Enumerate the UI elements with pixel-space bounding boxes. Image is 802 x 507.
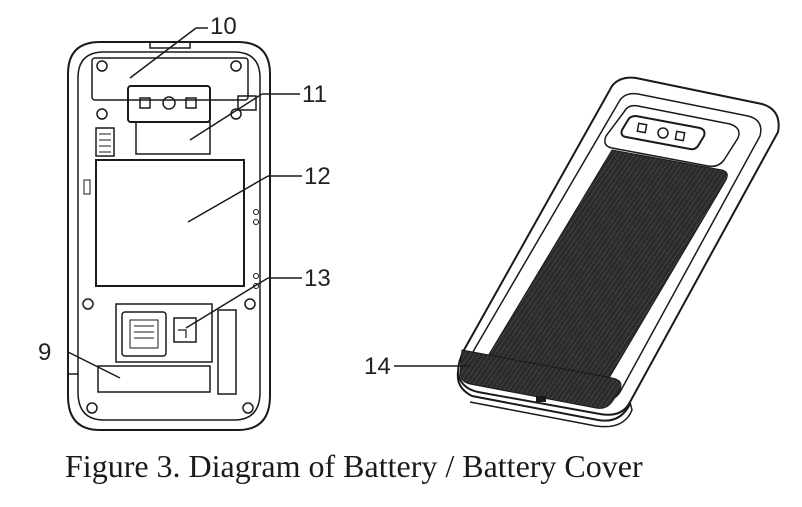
callout-line-10 xyxy=(129,27,197,79)
sim-slot-area xyxy=(115,303,213,363)
screw-bbr xyxy=(242,402,254,414)
screw-bbl xyxy=(86,402,98,414)
screw-tr xyxy=(230,60,242,72)
screw-tl xyxy=(96,60,108,72)
bottom-label xyxy=(97,365,211,393)
sd-card-slot xyxy=(173,317,197,343)
callout-14: 14 xyxy=(364,353,391,380)
screw-ml xyxy=(96,108,108,120)
screw-br xyxy=(244,298,256,310)
callout-lines-left xyxy=(67,27,302,379)
callout-line-11 xyxy=(189,93,263,141)
device-back-open xyxy=(67,41,271,431)
callout-line-13 xyxy=(185,277,269,329)
callout-11: 11 xyxy=(302,81,327,108)
callout-12: 12 xyxy=(304,163,331,190)
side-slot xyxy=(217,309,237,395)
battery xyxy=(95,159,245,287)
battery-cover xyxy=(456,76,780,428)
top-bracket xyxy=(91,57,249,101)
label-plate xyxy=(135,121,211,155)
cover-notch xyxy=(536,396,546,402)
callout-line-12 xyxy=(187,175,269,223)
screw-bl xyxy=(82,298,94,310)
cover-lower-band xyxy=(459,349,622,409)
callout-10: 10 xyxy=(210,13,237,40)
device-inner-shell xyxy=(77,51,261,421)
callout-line-9 xyxy=(67,351,121,379)
sim-holder xyxy=(121,311,167,357)
battery-connector xyxy=(95,127,115,157)
callout-9: 9 xyxy=(38,339,51,366)
cover-bottom-edge xyxy=(456,371,631,422)
device-outer-shell xyxy=(67,41,271,431)
callout-13: 13 xyxy=(304,265,331,292)
figure-caption: Figure 3. Diagram of Battery / Battery C… xyxy=(65,448,643,484)
